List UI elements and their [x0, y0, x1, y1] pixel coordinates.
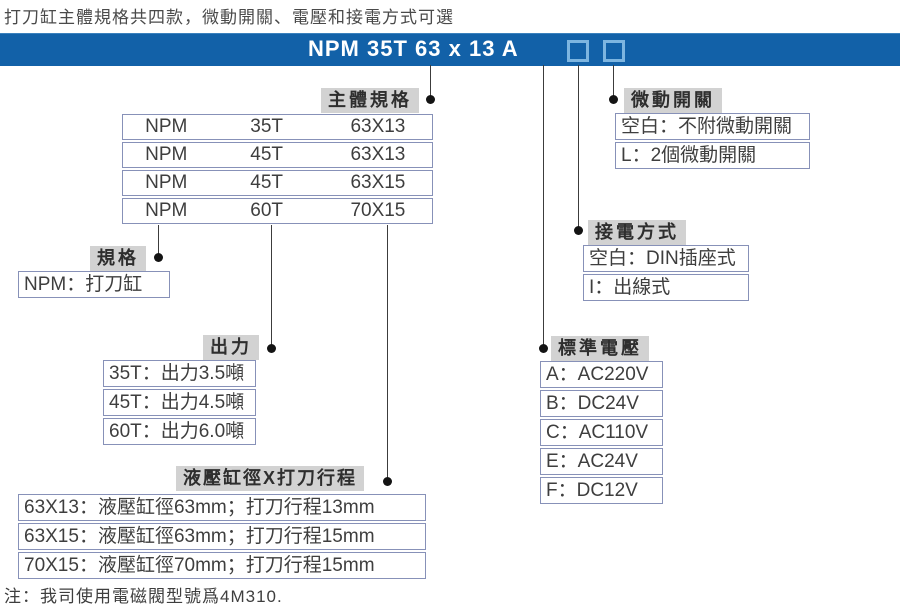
list-item: NPM：打刀缸 — [18, 271, 170, 298]
list-item: B：DC24V — [540, 390, 663, 417]
micro-switch-label: 微動開關 — [624, 88, 722, 113]
list-item: 60T：出力6.0噸 — [103, 418, 256, 445]
list-item: 空白：不附微動開關 — [615, 113, 810, 140]
model-code-bar — [0, 33, 900, 66]
table-row: NPM 45T 63X13 — [122, 142, 433, 168]
connector-dot-voltage — [539, 344, 548, 353]
bore-stroke-label: 液壓缸徑X打刀行程 — [176, 466, 365, 491]
power-connection-box: 空白：DIN插座式 I：出線式 — [583, 245, 749, 301]
model-code-text: NPM 35T 63 x 13 A — [308, 36, 519, 61]
main-spec-label: 主體規格 — [321, 88, 419, 113]
micro-switch-box: 空白：不附微動開關 L：2個微動開關 — [615, 113, 810, 169]
list-item: L：2個微動開關 — [615, 142, 810, 169]
power-connection-label: 接電方式 — [588, 220, 686, 245]
connector-line-power-connection — [578, 65, 579, 228]
list-item: 63X15：液壓缸徑63mm；打刀行程15mm — [18, 523, 426, 550]
option-placeholder-box-2 — [603, 40, 625, 62]
connector-dot-bore-stroke — [383, 477, 392, 486]
connector-line-bore-stroke — [387, 225, 388, 479]
output-label: 出力 — [203, 335, 259, 360]
connector-line-spec — [158, 225, 159, 255]
connector-dot-main-spec — [426, 95, 435, 104]
table-row: NPM 60T 70X15 — [122, 198, 433, 224]
spec-label: 規格 — [90, 246, 146, 271]
table-row: NPM 45T 63X15 — [122, 170, 433, 196]
list-item: F：DC12V — [540, 477, 663, 504]
spec-box: NPM：打刀缸 — [18, 271, 170, 298]
option-placeholder-box-1 — [567, 40, 589, 62]
output-box: 35T：出力3.5噸 45T：出力4.5噸 60T：出力6.0噸 — [103, 360, 256, 445]
table-row: NPM 35T 63X13 — [122, 114, 433, 140]
intro-text: 打刀缸主體規格共四款，微動開關、電壓和接電方式可選 — [4, 8, 454, 27]
list-item: 空白：DIN插座式 — [583, 245, 749, 272]
list-item: 35T：出力3.5噸 — [103, 360, 256, 387]
list-item: 45T：出力4.5噸 — [103, 389, 256, 416]
connector-dot-output — [267, 344, 276, 353]
list-item: 63X13：液壓缸徑63mm；打刀行程13mm — [18, 494, 426, 521]
list-item: C：AC110V — [540, 419, 663, 446]
footnote: 注：我司使用電磁閥型號爲4M310. — [4, 587, 283, 606]
main-spec-table: NPM 35T 63X13 NPM 45T 63X13 NPM 45T 63X1… — [122, 114, 433, 224]
voltage-box: A：AC220V B：DC24V C：AC110V E：AC24V F：DC12… — [540, 361, 663, 504]
connector-line-main-spec — [430, 65, 431, 97]
connector-dot-micro-switch — [609, 95, 618, 104]
bore-stroke-box: 63X13：液壓缸徑63mm；打刀行程13mm 63X15：液壓缸徑63mm；打… — [18, 494, 426, 579]
connector-line-output — [271, 225, 272, 346]
connector-line-voltage — [543, 65, 544, 346]
connector-dot-power-connection — [574, 226, 583, 235]
connector-line-micro-switch — [613, 65, 614, 97]
voltage-label: 標準電壓 — [551, 336, 649, 361]
list-item: I：出線式 — [583, 274, 749, 301]
list-item: E：AC24V — [540, 448, 663, 475]
list-item: A：AC220V — [540, 361, 663, 388]
list-item: 70X15：液壓缸徑70mm；打刀行程15mm — [18, 552, 426, 579]
connector-dot-spec — [154, 253, 163, 262]
